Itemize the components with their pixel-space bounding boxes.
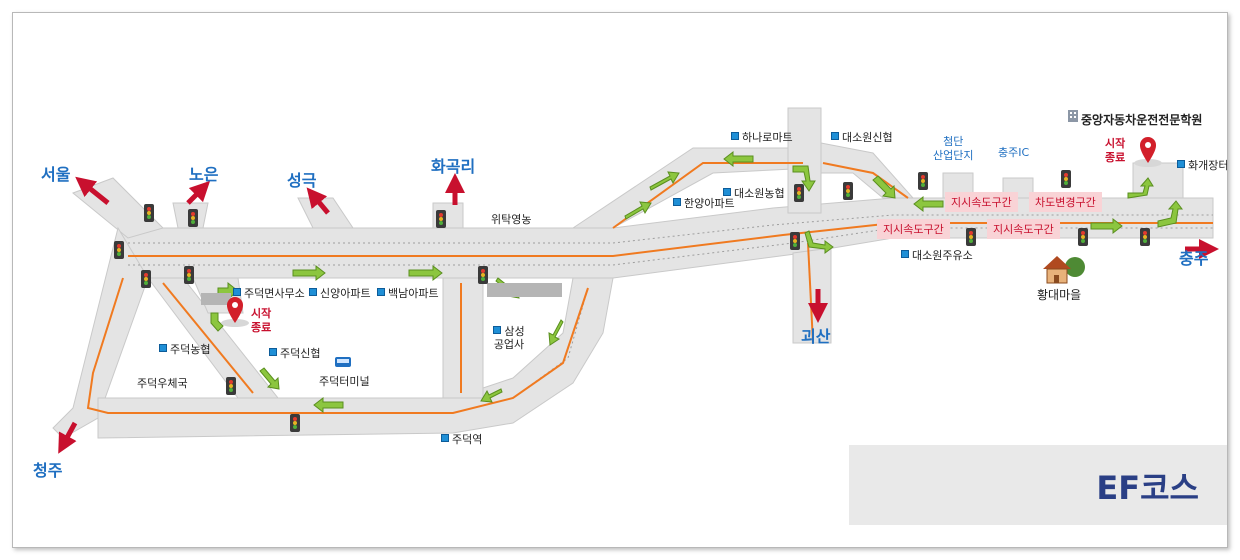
zone-lane-change: 차도변경구간 [1029, 192, 1102, 212]
traffic-lights [114, 170, 1150, 432]
label-hanaro: 하나로마트 [731, 131, 793, 144]
course-arrows [207, 150, 1183, 414]
zone-speed-2: 지시속도구간 [877, 219, 950, 239]
label-judeok-station: 주덕역 [441, 433, 482, 446]
building-icon [1068, 110, 1078, 122]
dest-goesan: 괴산 [801, 327, 831, 346]
label-daesowon-shinhyup: 대소원신협 [831, 131, 893, 144]
label-academy: 중앙자동차운전전문학원 [1081, 113, 1203, 127]
dest-seoul: 서울 [41, 165, 71, 184]
dest-cheongju: 청주 [33, 461, 63, 480]
label-sinyang-apt: 신양아파트 [309, 287, 371, 300]
start-end-right: 시작 종료 [1105, 137, 1126, 164]
label-hwangdae: 황대마을 [1037, 288, 1082, 302]
dest-noeun: 노은 [189, 165, 219, 184]
bus-icon [335, 357, 351, 367]
dest-chungju: 충주 [1179, 249, 1209, 268]
label-jeomhyeon-office: 주덕면사무소 [233, 287, 305, 300]
zone-speed-3: 지시속도구간 [987, 219, 1060, 239]
label-baeknam-apt: 백남아파트 [377, 287, 439, 300]
label-samsung-garage: 삼성 공업사 [489, 325, 529, 351]
house-icon [1043, 256, 1085, 284]
label-judeok-nonghyup: 주덕농협 [159, 343, 210, 356]
label-hanyang-apt: 한양아파트 [673, 197, 735, 210]
start-end-left: 시작 종료 [251, 307, 272, 334]
zone-speed-1: 지시속도구간 [945, 192, 1018, 212]
label-judeok-terminal: 주덕터미널 [319, 375, 370, 388]
course-title: EF코스 [1096, 469, 1199, 507]
label-daesowon-nonghyup: 대소원농협 [723, 187, 785, 200]
label-hwagae: 화개장터 [1177, 159, 1227, 172]
location-pins [221, 137, 1162, 327]
course-title-panel: EF코스 [849, 445, 1227, 525]
label-daesowon-gas: 대소원주유소 [901, 249, 973, 262]
shaded-areas [201, 283, 562, 305]
destination-arrows [58, 173, 1219, 454]
label-witak: 위탁영농 [491, 213, 532, 226]
label-cheomdan: 첨단 산업단지 [933, 135, 974, 162]
label-chungju-ic: 충주IC [998, 146, 1030, 159]
label-judeok-post: 주덕우체국 [137, 377, 188, 390]
dest-seonggeuk: 성극 [287, 171, 317, 190]
road-map [52, 107, 1219, 454]
map-frame: 서울 노은 성극 화곡리 청주 괴산 충주 하나로마트 대소원신협 대소원농협 … [12, 12, 1228, 548]
dest-hwagokri: 화곡리 [431, 157, 476, 176]
label-judeok-sinhyup: 주덕신협 [269, 347, 320, 360]
